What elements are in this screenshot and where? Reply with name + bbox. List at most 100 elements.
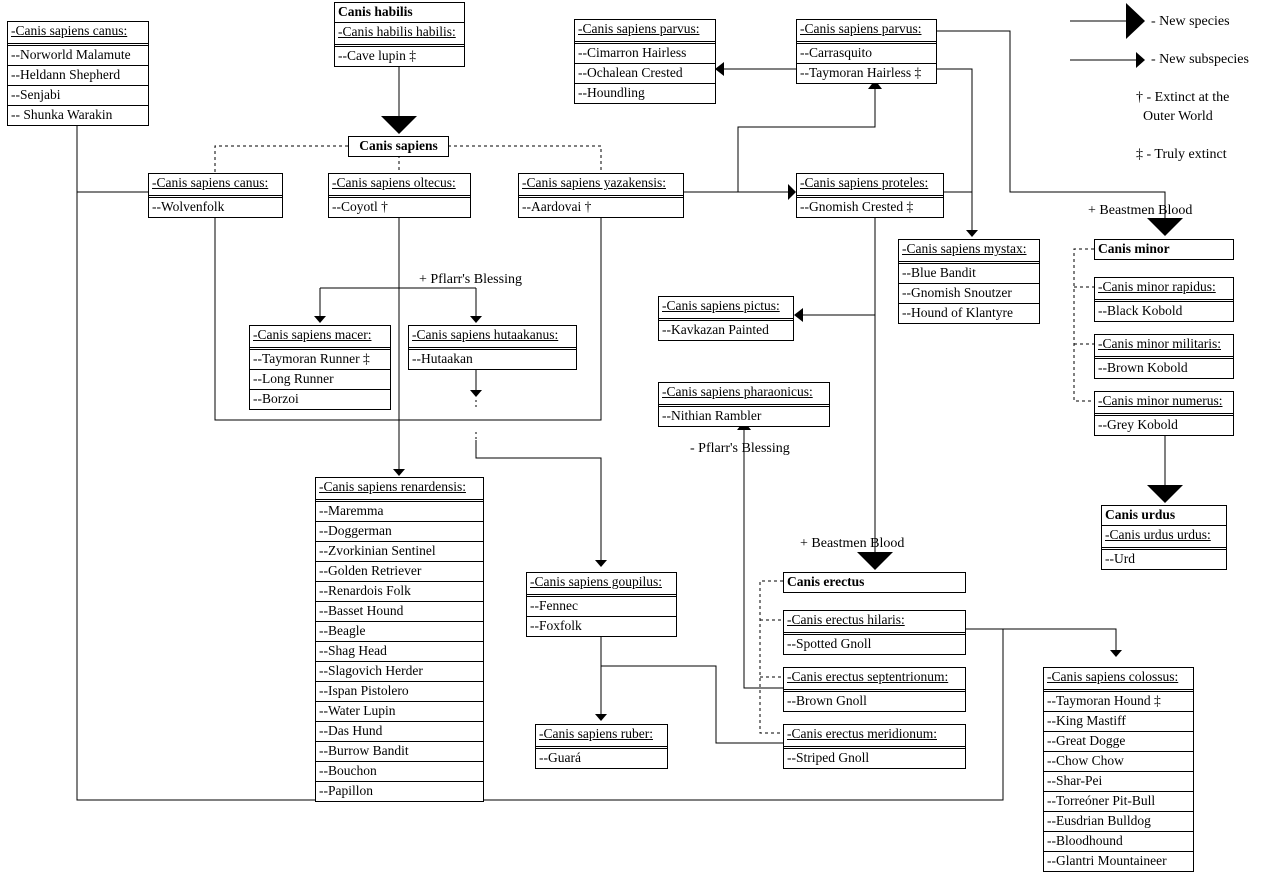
box-pharaonicus: -Canis sapiens pharaonicus: --Nithian Ra… [658,382,830,427]
legend-species-arrow [1126,3,1145,39]
list-item: --Glantri Mountaineer [1047,853,1167,868]
box-oltecus: -Canis sapiens oltecus: --Coyotl † [328,173,471,218]
label-pflarr-plus: + Pflarr's Blessing [419,272,522,287]
box-header: -Canis sapiens pictus: [659,297,793,321]
list-item: --Coyotl † [332,199,388,214]
list-item: --Carrasquito [797,44,936,64]
list-item: --Taymoran Runner ‡ [250,350,390,370]
list-item: --Fennec [527,597,676,617]
list-item: --Urd [1105,551,1135,566]
box-header: -Canis minor militaris: [1095,335,1233,359]
list-item: --Beagle [316,622,483,642]
list-item: --Doggerman [316,522,483,542]
list-item: --Taymoran Hairless ‡ [800,65,922,80]
box-macer: -Canis sapiens macer: --Taymoran Runner … [249,325,391,410]
list-item: --Ispan Pistolero [316,682,483,702]
list-item: --Das Hund [316,722,483,742]
box-header: Canis urdus [1102,506,1226,526]
list-item: --Hound of Klantyre [902,305,1013,320]
list-item: --Great Dogge [1044,732,1193,752]
box-renardensis: -Canis sapiens renardensis: --Maremma --… [315,477,484,802]
new-species-arrow [857,552,893,570]
box-header: Canis sapiens [359,138,438,153]
box-sapiens: Canis sapiens [348,136,449,157]
list-item: --Wolvenfolk [152,199,225,214]
new-species-arrow [1147,218,1183,236]
list-item: --Long Runner [250,370,390,390]
box-header: -Canis sapiens renardensis: [316,478,483,502]
list-item: --Blue Bandit [899,264,1039,284]
new-species-arrow [1147,485,1183,503]
box-header: -Canis erectus meridionum: [784,725,965,749]
box-urdus: Canis urdus -Canis urdus urdus: --Urd [1101,505,1227,570]
box-header: -Canis sapiens canus: [8,22,148,46]
new-species-arrow [381,116,417,134]
box-numerus: -Canis minor numerus: --Grey Kobold [1094,391,1234,436]
box-header: -Canis sapiens macer: [250,326,390,350]
box-subheader: -Canis habilis habilis: [335,23,464,47]
list-item: --Brown Gnoll [787,693,867,708]
legend-extinct-outer: † - Extinct at the [1136,90,1230,105]
box-header: Canis erectus [787,574,865,589]
box-header: Canis minor [1098,241,1170,256]
list-item: --Gnomish Snoutzer [899,284,1039,304]
box-header: -Canis minor rapidus: [1095,278,1233,302]
list-item: --Shag Head [316,642,483,662]
box-header: -Canis sapiens ruber: [536,725,667,749]
list-item: --King Mastiff [1044,712,1193,732]
list-item: --Kavkazan Painted [662,322,769,337]
list-item: --Slagovich Herder [316,662,483,682]
list-item: --Golden Retriever [316,562,483,582]
box-meridionum: -Canis erectus meridionum: --Striped Gno… [783,724,966,769]
box-header: -Canis sapiens goupilus: [527,573,676,597]
box-header: -Canis sapiens mystax: [899,240,1039,264]
legend-extinct-outer-2: Outer World [1143,109,1213,124]
list-item: --Torreóner Pit-Bull [1044,792,1193,812]
box-subheader: -Canis urdus urdus: [1102,526,1226,550]
box-canus: -Canis sapiens canus: --Wolvenfolk [148,173,283,218]
label-pflarr-minus: - Pflarr's Blessing [690,441,790,456]
list-item: --Aardovai † [522,199,592,214]
box-header: -Canis sapiens colossus: [1044,668,1193,692]
box-parvus-left: -Canis sapiens parvus: --Cimarron Hairle… [574,19,716,104]
box-yazakensis: -Canis sapiens yazakensis: --Aardovai † [518,173,684,218]
list-item: --Norworld Malamute [8,46,148,66]
list-item: --Guará [539,750,581,765]
list-item: --Borzoi [253,391,299,406]
box-hilaris: -Canis erectus hilaris: --Spotted Gnoll [783,610,966,655]
box-header: -Canis minor numerus: [1095,392,1233,416]
list-item: --Nithian Rambler [662,408,762,423]
box-erectus: Canis erectus [783,572,966,593]
list-item: --Burrow Bandit [316,742,483,762]
list-item: --Ochalean Crested [575,64,715,84]
box-parvus-right: -Canis sapiens parvus: --Carrasquito --T… [796,19,937,84]
list-item: --Eusdrian Bulldog [1044,812,1193,832]
list-item: --Basset Hound [316,602,483,622]
legend-new-subspecies: - New subspecies [1151,52,1249,67]
legend-truly-extinct: ‡ - Truly extinct [1136,147,1227,162]
list-item: --Shar-Pei [1044,772,1193,792]
list-item: --Taymoran Hound ‡ [1044,692,1193,712]
box-header: Canis habilis [335,3,464,23]
list-item: --Chow Chow [1044,752,1193,772]
list-item: --Houndling [578,85,645,100]
box-header: -Canis sapiens proteles: [797,174,943,198]
box-header: -Canis sapiens parvus: [797,20,936,44]
list-item: --Water Lupin [316,702,483,722]
list-item: --Foxfolk [530,618,582,633]
box-goupilus: -Canis sapiens goupilus: --Fennec --Foxf… [526,572,677,637]
list-item: --Heldann Shepherd [8,66,148,86]
legend-subspecies-arrow [1136,52,1145,68]
box-canus-top: -Canis sapiens canus: --Norworld Malamut… [7,21,149,126]
box-header: -Canis erectus hilaris: [784,611,965,635]
list-item: --Grey Kobold [1098,417,1178,432]
box-header: -Canis sapiens parvus: [575,20,715,44]
list-item: --Spotted Gnoll [787,636,872,651]
box-header: -Canis sapiens canus: [149,174,282,198]
list-item: --Senjabi [8,86,148,106]
list-item: -- Shunka Warakin [11,107,113,122]
box-mystax: -Canis sapiens mystax: --Blue Bandit --G… [898,239,1040,324]
legend-new-species: - New species [1151,14,1230,29]
list-item: --Hutaakan [412,351,473,366]
box-hutaakanus: -Canis sapiens hutaakanus: --Hutaakan [408,325,577,370]
